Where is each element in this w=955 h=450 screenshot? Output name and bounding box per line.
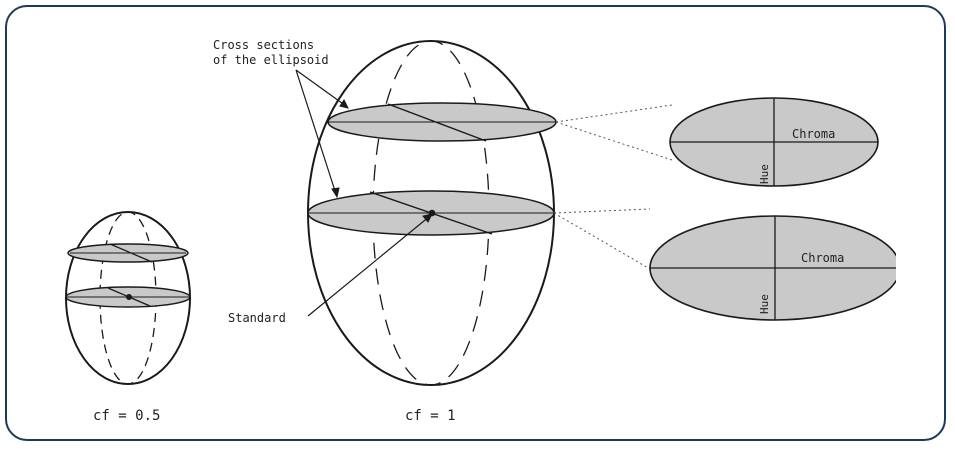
hue-label-bottom: Hue <box>758 294 771 314</box>
large-ellipsoid <box>307 40 557 386</box>
cf-small-label: cf = 0.5 <box>93 408 160 424</box>
arrowhead-upper-section <box>339 99 349 109</box>
small-ellipsoid <box>65 211 191 385</box>
chroma-label-top: Chroma <box>792 127 835 141</box>
arrowhead-lower-section <box>331 187 340 199</box>
cross-sections-label-line1: Cross sections <box>213 38 314 52</box>
annotation-arrows <box>295 69 433 317</box>
small-standard-point <box>126 294 132 300</box>
cross-sections-label-line2: of the ellipsoid <box>213 53 329 67</box>
large-upper-diagonal <box>387 103 487 142</box>
magnified-section-bottom <box>649 215 901 321</box>
projection-lines <box>553 104 673 270</box>
magnified-section-top <box>669 97 879 187</box>
magnified-bottom-clip-mask <box>896 200 936 340</box>
standard-label: Standard <box>228 311 286 325</box>
cf-large-label: cf = 1 <box>405 408 456 424</box>
small-upper-diagonal <box>109 243 153 263</box>
hue-label-top: Hue <box>758 164 771 184</box>
chroma-label-bottom: Chroma <box>801 251 844 265</box>
arrowhead-standard <box>422 213 433 223</box>
